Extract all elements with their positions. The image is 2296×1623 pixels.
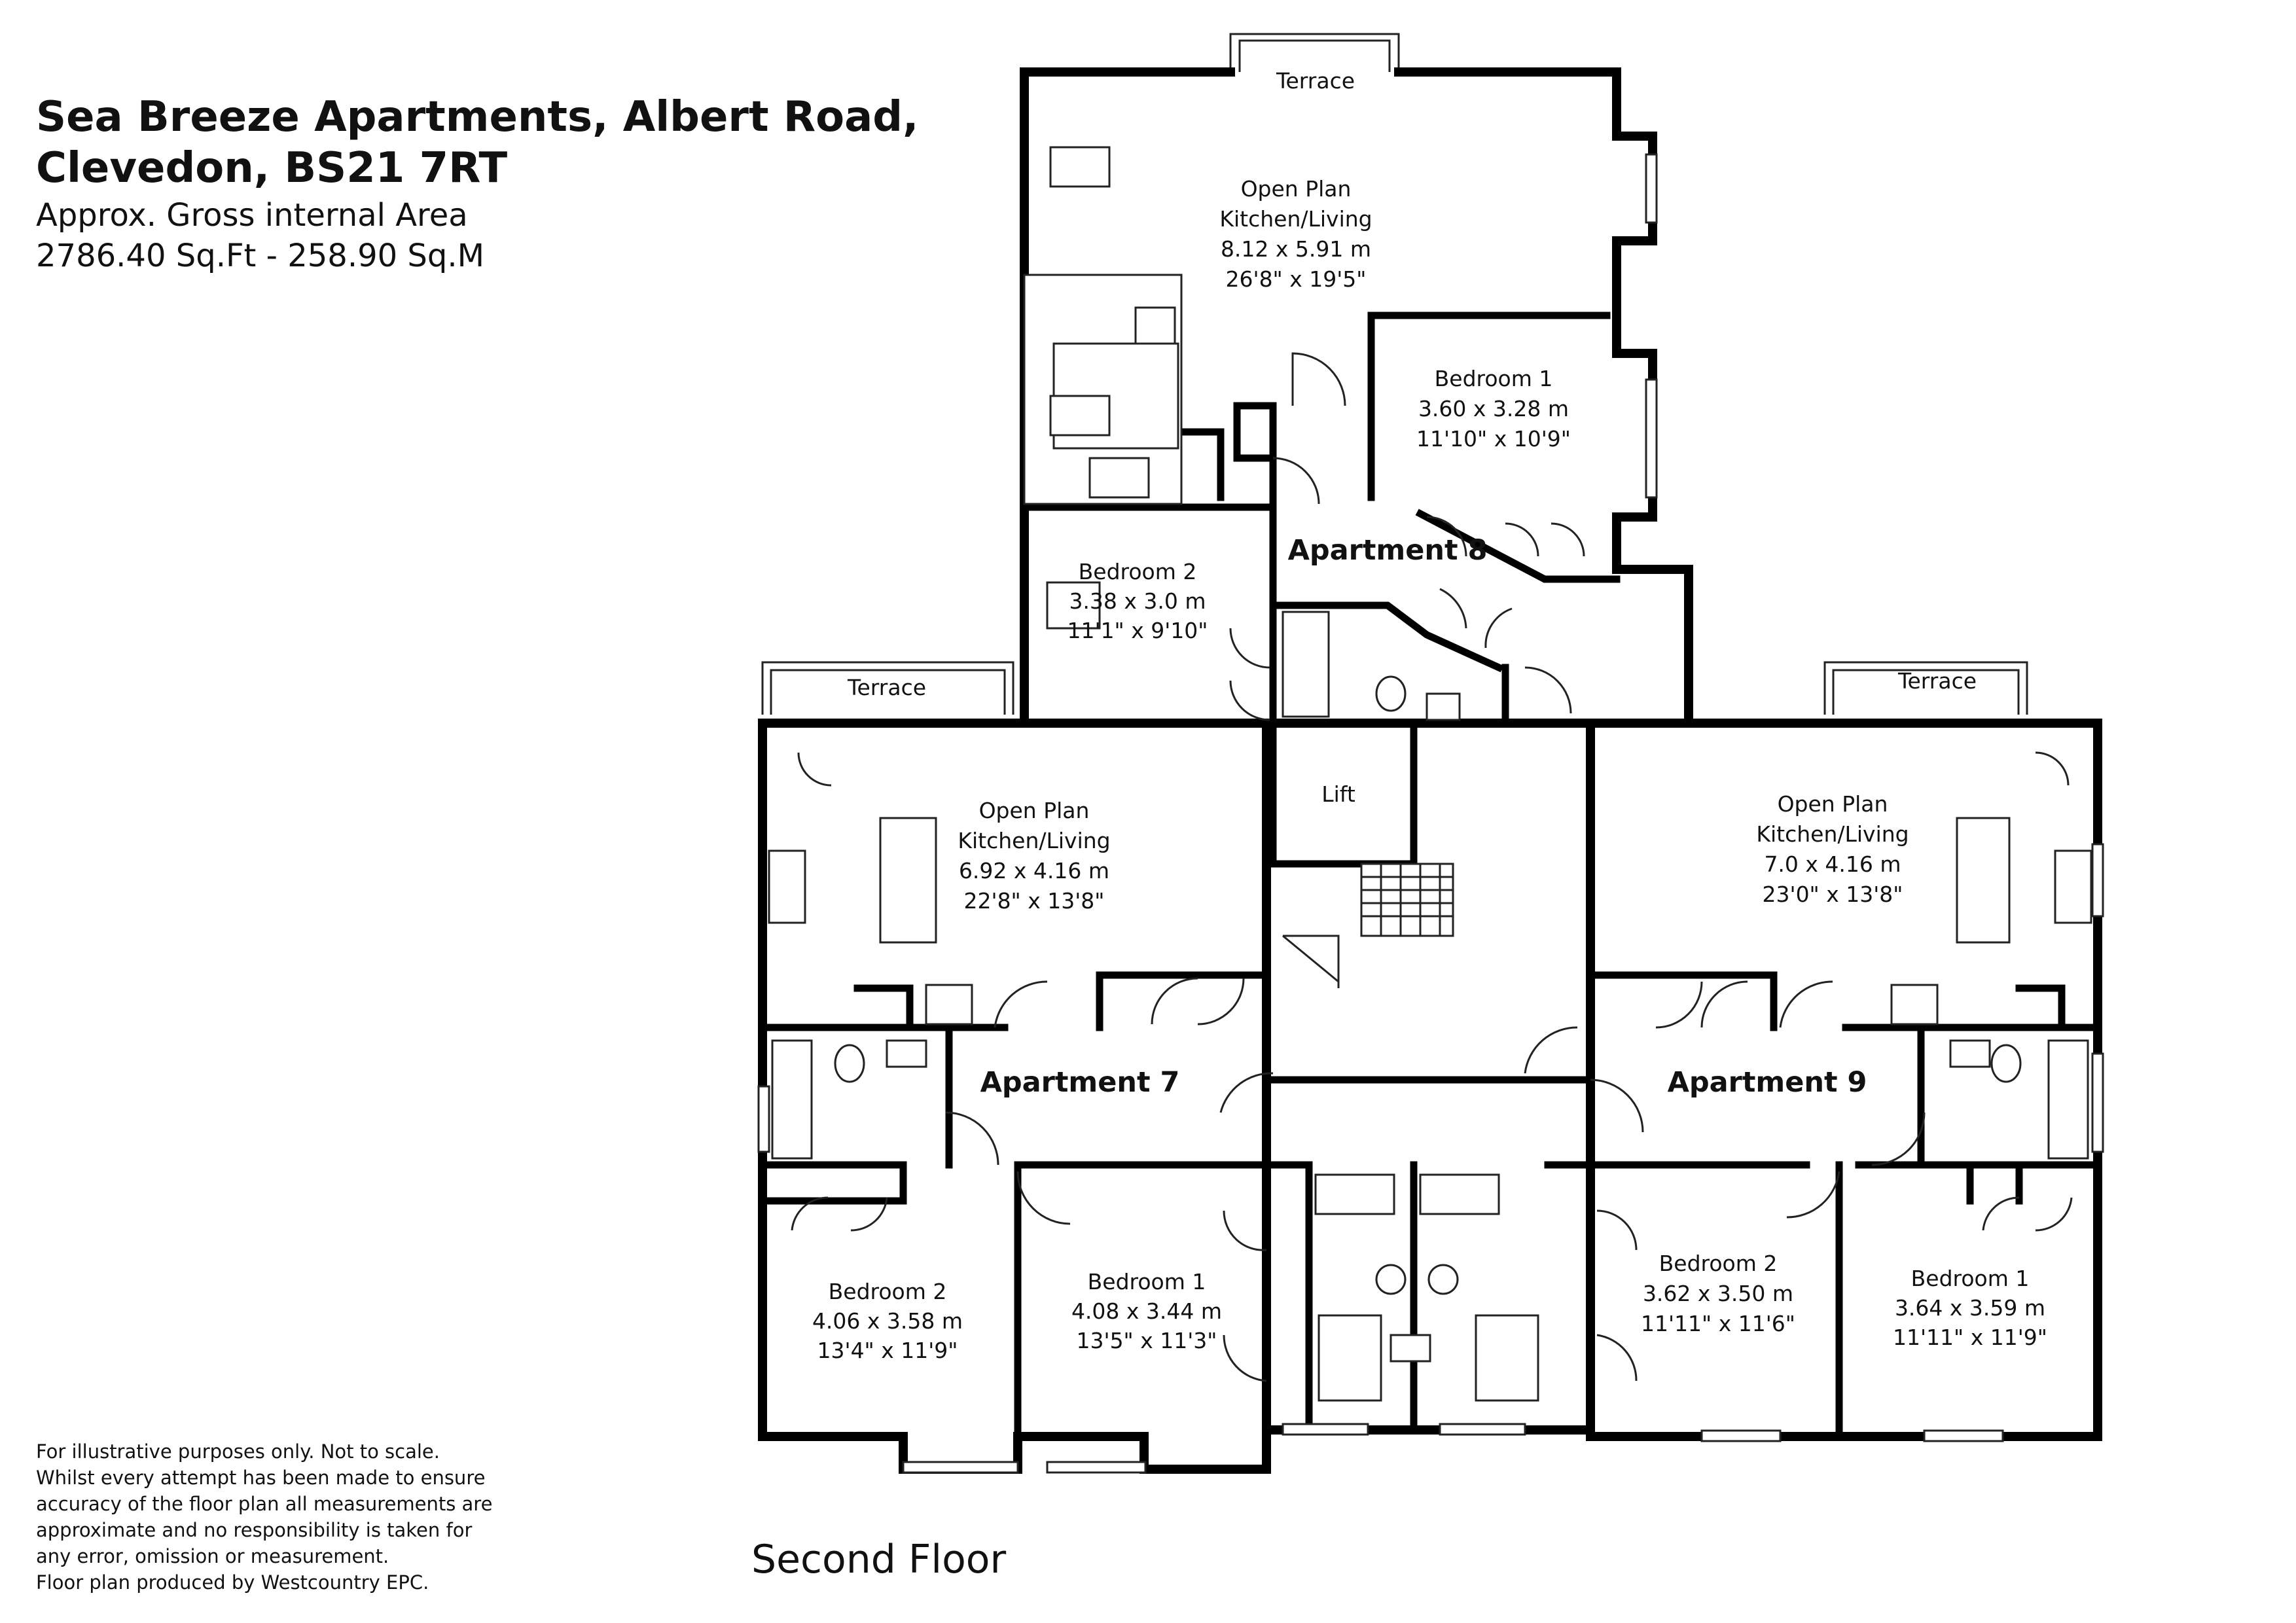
staircase [1282, 863, 1454, 988]
a9-living-line2: Kitchen/Living [1756, 821, 1909, 847]
a8-terrace-label: Terrace [1276, 68, 1355, 94]
a7-bed1-metric: 4.08 x 3.44 m [1071, 1298, 1222, 1324]
disclaimer-line-4: approximate and no responsibility is tak… [36, 1519, 473, 1541]
apartment-8-label: Apartment 8 [1288, 534, 1488, 567]
a7-bed1-name: Bedroom 1 [1088, 1269, 1206, 1294]
a8-bed1-metric: 3.60 x 3.28 m [1418, 396, 1569, 421]
a9-bed1-imperial: 11'11" x 11'9" [1893, 1325, 2047, 1350]
a8-bed2-name: Bedroom 2 [1079, 559, 1197, 584]
disclaimer-line-5: any error, omission or measurement. [36, 1545, 389, 1567]
a7-bed2-metric: 4.06 x 3.58 m [812, 1308, 963, 1334]
windows [757, 153, 2104, 1474]
a7-bed2-name: Bedroom 2 [829, 1279, 947, 1304]
area-value: 2786.40 Sq.Ft - 258.90 Sq.M [36, 238, 485, 274]
a8-living-line2: Kitchen/Living [1219, 206, 1372, 232]
terraces [761, 33, 2028, 715]
a7-bed1-imperial: 13'5" x 11'3" [1077, 1328, 1217, 1353]
a7-living-line1: Open Plan [979, 798, 1090, 823]
a9-bed1-metric: 3.64 x 3.59 m [1895, 1295, 2045, 1321]
a7-terrace-label: Terrace [847, 675, 926, 700]
area-label: Approx. Gross internal Area [36, 197, 468, 234]
a8-living-imperial: 26'8" x 19'5" [1226, 266, 1367, 292]
a9-bed1-name: Bedroom 1 [1911, 1266, 2030, 1291]
apartment-9-walls [1586, 719, 2102, 1441]
a9-living-line1: Open Plan [1778, 791, 1888, 817]
a9-terrace-label: Terrace [1897, 668, 1977, 694]
a8-bed2-metric: 3.38 x 3.0 m [1069, 588, 1206, 614]
fixtures [768, 146, 2092, 1402]
a8-bed2-imperial: 11'1" x 9'10" [1067, 618, 1208, 643]
doors [791, 352, 2073, 1382]
core-walls [1262, 719, 1595, 1435]
a8-living-metric: 8.12 x 5.91 m [1221, 236, 1371, 262]
apartment-8-walls [1020, 67, 1693, 728]
disclaimer-line-2: Whilst every attempt has been made to en… [36, 1467, 486, 1489]
a9-living-imperial: 23'0" x 13'8" [1763, 882, 1903, 907]
a9-living-metric: 7.0 x 4.16 m [1764, 851, 1901, 877]
lift-label: Lift [1321, 781, 1355, 807]
disclaimer-line-3: accuracy of the floor plan all measureme… [36, 1493, 493, 1515]
apartment-7-label: Apartment 7 [980, 1066, 1180, 1099]
apartment-9-label: Apartment 9 [1668, 1066, 1867, 1099]
disclaimer: For illustrative purposes only. Not to s… [36, 1438, 492, 1596]
a7-bed2-imperial: 13'4" x 11'9" [817, 1338, 958, 1363]
plan-title: Sea Breeze Apartments, Albert Road, Clev… [36, 92, 918, 194]
title-line-2: Clevedon, BS21 7RT [36, 144, 508, 192]
a7-living-line2: Kitchen/Living [958, 828, 1110, 853]
a8-bed1-name: Bedroom 1 [1435, 366, 1553, 391]
disclaimer-line-1: For illustrative purposes only. Not to s… [36, 1440, 440, 1463]
a7-living-imperial: 22'8" x 13'8" [964, 888, 1105, 914]
apartment-7-walls [758, 719, 1271, 1474]
a9-bed2-name: Bedroom 2 [1659, 1251, 1778, 1276]
gross-area: Approx. Gross internal Area 2786.40 Sq.F… [36, 195, 484, 276]
disclaimer-line-6: Floor plan produced by Westcountry EPC. [36, 1571, 429, 1594]
title-line-1: Sea Breeze Apartments, Albert Road, [36, 93, 919, 141]
a8-bed1-imperial: 11'10" x 10'9" [1416, 426, 1571, 452]
a7-living-metric: 6.92 x 4.16 m [959, 858, 1109, 883]
floor-name: Second Floor [751, 1537, 1007, 1582]
a8-living-line1: Open Plan [1241, 176, 1352, 202]
a9-bed2-imperial: 11'11" x 11'6" [1641, 1311, 1795, 1336]
a9-bed2-metric: 3.62 x 3.50 m [1643, 1281, 1793, 1306]
